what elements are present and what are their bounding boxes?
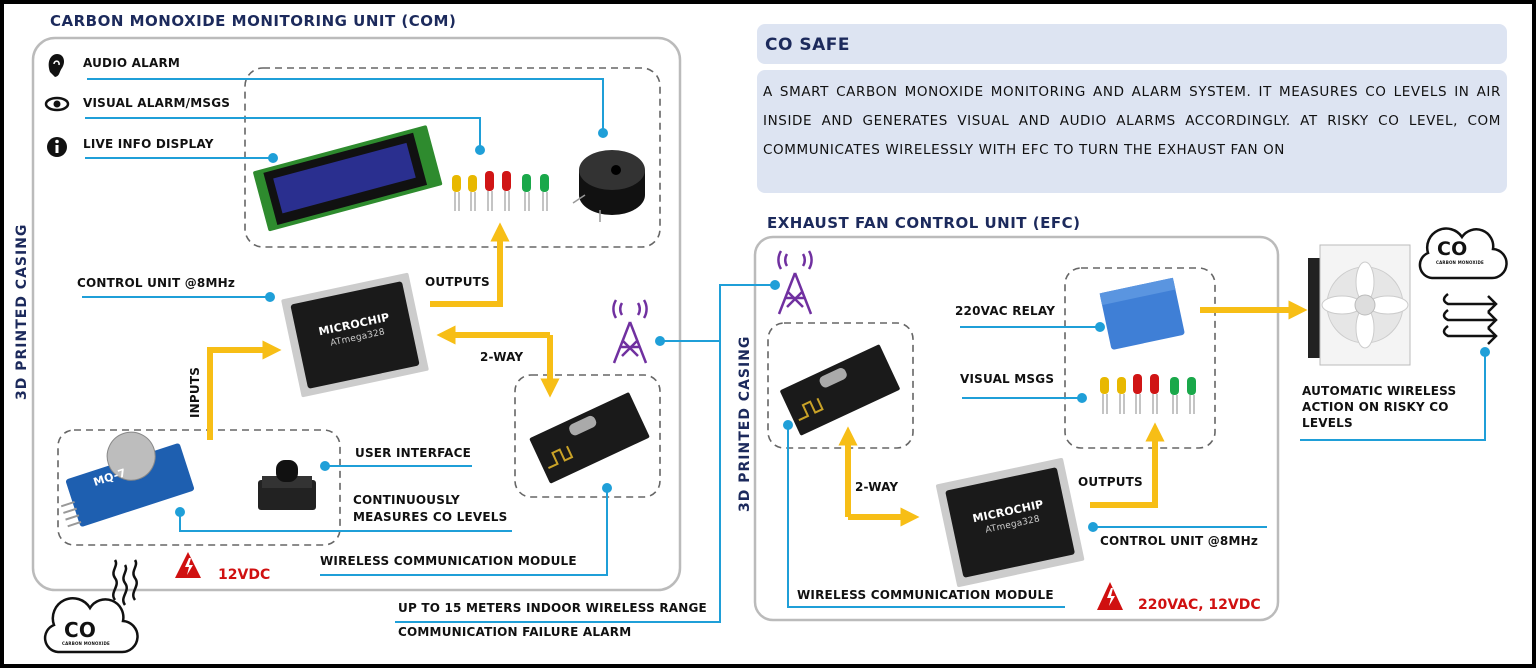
com-casing-box <box>31 36 682 592</box>
continuously-label-2: MEASURES CO LEVELS <box>353 510 508 524</box>
co-cloud-icon-right <box>1418 227 1508 280</box>
led-array <box>452 171 1196 414</box>
buzzer <box>572 150 645 222</box>
fan-action-label-2: ACTION ON RISKY CO <box>1302 400 1449 414</box>
relay <box>1099 277 1185 350</box>
visual-msgs-label: VISUAL MSGS <box>960 372 1055 386</box>
range-label: UP TO 15 METERS INDOOR WIRELESS RANGE <box>398 601 707 615</box>
eye-icon <box>44 96 70 112</box>
efc-power-label: 220VAC, 12VDC <box>1138 597 1261 613</box>
info-icon <box>47 137 67 157</box>
mq7-gas-sensor <box>60 431 195 528</box>
audio-alarm-label: AUDIO ALARM <box>83 56 181 70</box>
push-button <box>258 460 316 510</box>
com-outputs-arrow <box>430 222 510 307</box>
lcd-display <box>253 125 443 232</box>
fan-action-label-3: LEVELS <box>1302 416 1353 430</box>
diagram-canvas: CARBON MONOXIDE MONITORING UNIT (COM) 3D… <box>4 4 1532 664</box>
com-2way-label: 2-WAY <box>480 350 524 364</box>
efc-outputs-label: OUTPUTS <box>1078 475 1143 489</box>
com-inputs-arrow <box>207 340 282 440</box>
inputs-label: INPUTS <box>188 366 202 418</box>
ear-icon <box>48 54 65 77</box>
input-group-box <box>57 429 341 546</box>
efc-radio-box <box>767 322 914 449</box>
efc-output-box <box>1064 267 1216 449</box>
efc-nrf-module <box>780 344 900 436</box>
efc-microcontroller-chip <box>935 457 1085 587</box>
info-description-panel: A SMART CARBON MONOXIDE MONITORING AND A… <box>757 70 1507 193</box>
continuously-label-1: CONTINUOUSLY <box>353 493 460 507</box>
efc-wireless-module-label: WIRELESS COMMUNICATION MODULE <box>797 588 1054 602</box>
relay-label: 220VAC RELAY <box>955 304 1056 318</box>
co-cloud-text-right: CO <box>1437 238 1468 260</box>
com-control-unit-label: CONTROL UNIT @8MHz <box>77 276 236 290</box>
co-cloud-sub-right: CARBON MONOXIDE <box>1436 260 1484 265</box>
com-antenna-tower-icon <box>612 299 648 364</box>
co-cloud-sub-left: CARBON MONOXIDE <box>62 641 110 646</box>
user-interface-label: USER INTERFACE <box>355 446 472 460</box>
live-info-label: LIVE INFO DISPLAY <box>83 137 214 151</box>
efc-control-unit-label: CONTROL UNIT @8MHz <box>1100 534 1259 548</box>
com-microcontroller-chip <box>281 272 429 398</box>
efc-2way-label: 2-WAY <box>855 480 899 494</box>
com-radio-box <box>514 374 661 498</box>
warning-icon-com <box>175 552 201 578</box>
visual-alarm-label: VISUAL ALARM/MSGS <box>83 96 231 110</box>
smoke-icon <box>112 559 138 606</box>
diagram-graphics <box>31 36 1508 654</box>
com-casing-label: 3D PRINTED CASING <box>14 223 30 400</box>
fan-action-label-1: AUTOMATIC WIRELESS <box>1302 384 1457 398</box>
efc-antenna-tower-icon <box>777 250 813 315</box>
sensor-label: MQ-7 <box>91 466 128 489</box>
com-title: CARBON MONOXIDE MONITORING UNIT (COM) <box>50 12 457 30</box>
efc-outputs-arrow <box>1090 422 1165 508</box>
info-description: A SMART CARBON MONOXIDE MONITORING AND A… <box>763 84 1501 158</box>
efc-title: EXHAUST FAN CONTROL UNIT (EFC) <box>767 214 1081 232</box>
com-nrf-module <box>529 392 650 484</box>
efc-casing-label: 3D PRINTED CASING <box>737 335 753 512</box>
efc-casing-box <box>753 235 1280 622</box>
com-power-label: 12VDC <box>218 567 271 583</box>
failure-alarm-label: COMMUNICATION FAILURE ALARM <box>398 625 632 639</box>
co-cloud-icon-left <box>43 597 139 654</box>
info-title: CO SAFE <box>765 35 850 55</box>
exhaust-fan <box>1308 244 1411 366</box>
com-outputs-label: OUTPUTS <box>425 275 490 289</box>
warning-icon-efc <box>1097 582 1123 610</box>
info-title-panel: CO SAFE <box>757 24 1507 64</box>
com-wireless-module-label: WIRELESS COMMUNICATION MODULE <box>320 554 577 568</box>
co-cloud-text-left: CO <box>64 618 97 642</box>
airflow-arrows-icon <box>1442 293 1498 345</box>
